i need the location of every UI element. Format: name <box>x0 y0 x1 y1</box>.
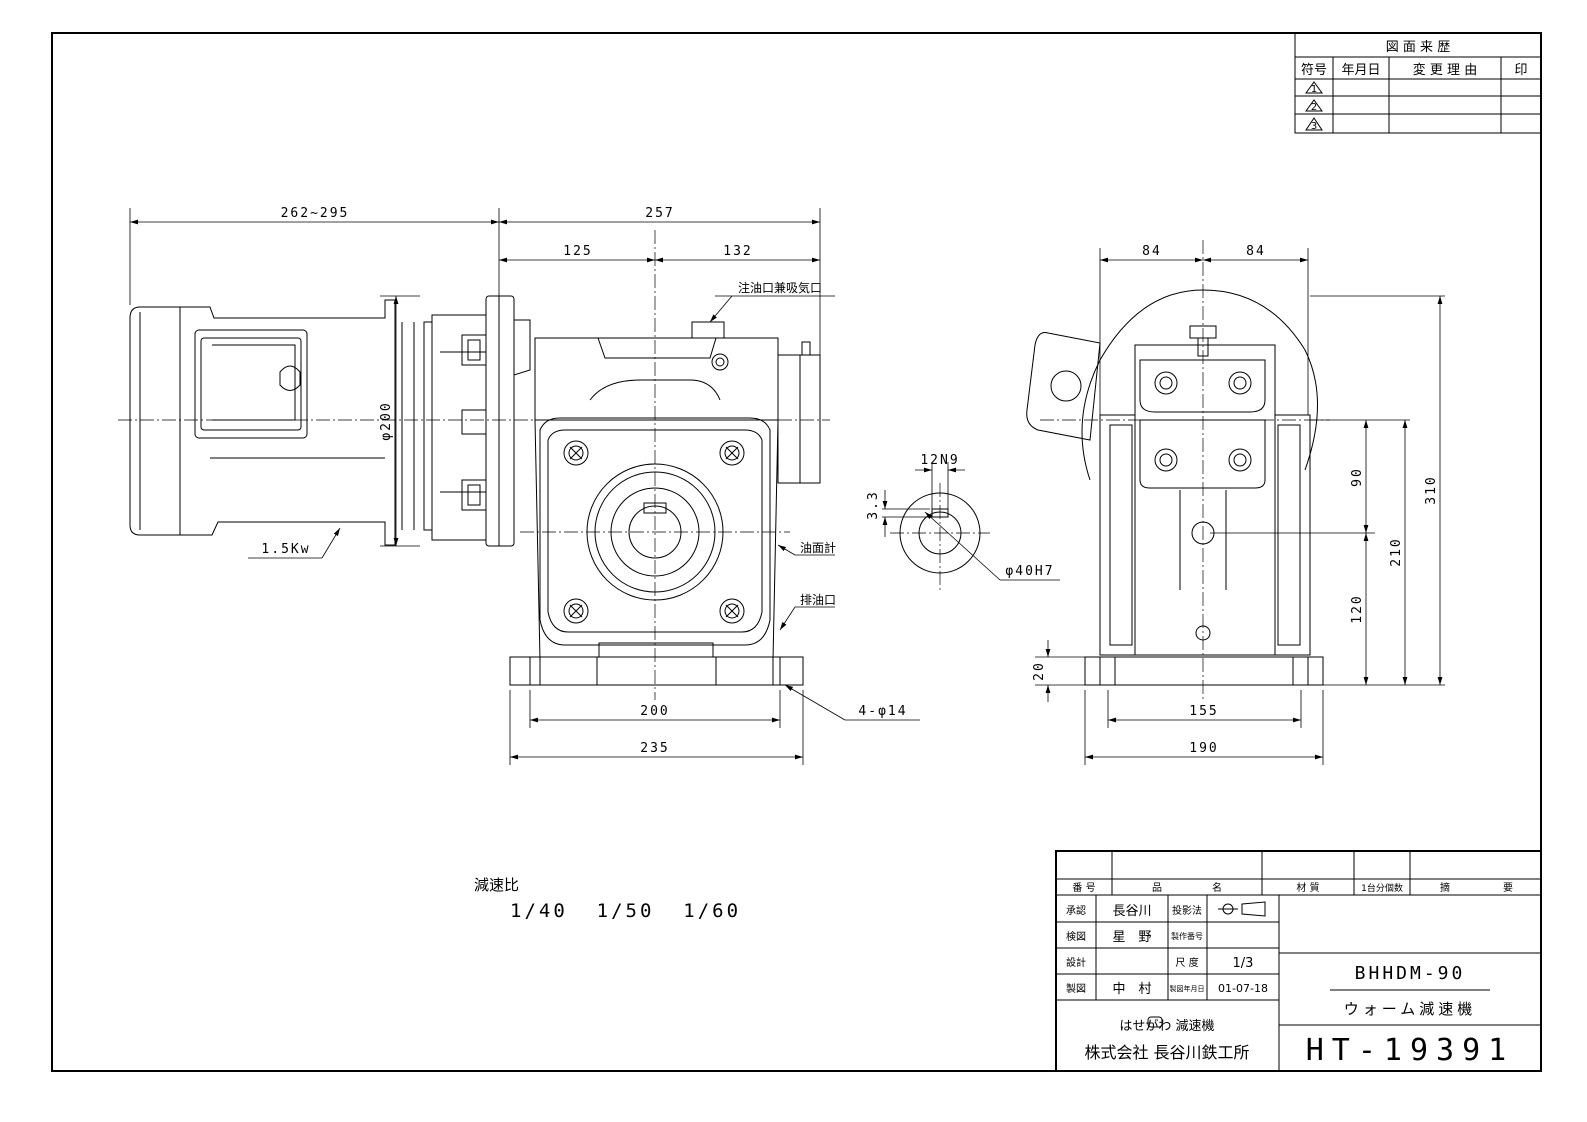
note-oil-inlet: 注油口兼吸気口 <box>738 280 822 295</box>
revision-header-reason: 変 更 理 由 <box>1413 62 1477 78</box>
gearbox-front-view <box>509 230 821 700</box>
tb-scale-value: 1/3 <box>1233 956 1254 971</box>
tb-designed-label: 設計 <box>1066 956 1086 969</box>
revision-header-stamp: 印 <box>1514 63 1527 78</box>
tb-approved-name: 長谷川 <box>1112 904 1151 919</box>
tb-mfg-no-label: 製作番号 <box>1171 931 1203 941</box>
tb-scale-label: 尺 度 <box>1175 956 1198 969</box>
gearbox-side-view <box>1026 240 1330 700</box>
motor-front-view <box>118 295 830 547</box>
bolt-icon <box>1228 448 1252 472</box>
revision-symbol-2: 2 <box>1305 99 1323 113</box>
note-oil-drain: 排油口 <box>800 593 836 607</box>
tb-company: 株式会社 長谷川鉄工所 <box>1084 1043 1249 1062</box>
projection-symbol-icon <box>1218 901 1266 917</box>
bolt-icon <box>1154 448 1178 472</box>
tb-checked-label: 検図 <box>1066 930 1086 943</box>
bolt-icon <box>1154 371 1178 395</box>
dim-left-to-center: 125 <box>563 244 592 259</box>
tb-header-material: 材 質 <box>1296 881 1319 894</box>
tb-checked-name: 星 野 <box>1112 930 1151 945</box>
dim-total-height: 310 <box>1424 475 1439 504</box>
dim-keyway-depth: 3.3 <box>866 490 881 519</box>
tb-approved-label: 承認 <box>1066 904 1086 917</box>
tb-header-name-2: 名 <box>1212 881 1222 894</box>
tb-drawn-label: 製図 <box>1066 982 1086 995</box>
svg-text:2: 2 <box>1311 102 1317 113</box>
dim-base-holes: 4-φ14 <box>858 704 907 719</box>
tb-header-quantity: 1台分個数 <box>1361 882 1403 894</box>
dim-motor-power: 1.5Kw <box>261 542 310 557</box>
dim-bore: φ40H7 <box>1005 564 1054 579</box>
tb-header-name-1: 品 <box>1152 882 1162 894</box>
dim-center-height: 210 <box>1389 537 1404 566</box>
tb-drawn-name: 中 村 <box>1112 982 1151 997</box>
dim-side-half-right: 84 <box>1246 244 1266 259</box>
svg-text:1: 1 <box>1311 84 1317 95</box>
dim-base-length: 235 <box>640 741 669 756</box>
tb-date-label: 製図年月日 <box>1170 984 1205 993</box>
tb-projection-label: 投影法 <box>1172 904 1202 917</box>
revision-symbol-1: 1 <box>1305 81 1323 95</box>
revision-header-date: 年月日 <box>1341 63 1380 78</box>
tb-product: ウォーム減速機 <box>1344 1000 1477 1018</box>
title-block <box>1055 850 1542 1072</box>
dim-keyway-width: 12N9 <box>920 453 959 468</box>
tb-date-value: 01-07-18 <box>1218 982 1268 995</box>
shaft-section-view <box>890 483 990 590</box>
dim-lower-height: 120 <box>1350 594 1365 623</box>
dimension-lines <box>129 208 1445 765</box>
dim-motor-length: 262~295 <box>281 206 350 221</box>
revision-header-symbol: 符号 <box>1301 62 1327 78</box>
ratio-label: 減速比 <box>474 876 519 894</box>
bolt-icon <box>719 440 745 466</box>
tb-header-remarks-1: 摘 <box>1440 881 1450 894</box>
note-oil-gauge: 油面計 <box>800 540 836 555</box>
dim-gear-length: 257 <box>645 206 674 221</box>
revision-table: 図 面 来 歴 符号 年月日 変 更 理 由 印 1 2 3 <box>1294 32 1542 134</box>
dim-side-bolt-pitch: 155 <box>1189 704 1218 719</box>
tb-drawing-no: HT-19391 <box>1306 1033 1515 1068</box>
tb-company-tag: はせがわ 減速機 <box>1119 1018 1214 1034</box>
bolt-icon <box>1228 371 1252 395</box>
company-logo-icon <box>1147 1016 1163 1028</box>
dim-base-bolt-pitch: 200 <box>640 704 669 719</box>
ratio-values: 1/40 1/50 1/60 <box>510 900 741 922</box>
dim-side-half-left: 84 <box>1142 244 1162 259</box>
bolt-icon <box>719 598 745 624</box>
tb-header-number: 番 号 <box>1072 882 1095 894</box>
bolt-icon <box>563 440 589 466</box>
bolt-icon <box>563 598 589 624</box>
tb-model: BHHDM-90 <box>1355 963 1466 984</box>
dim-center-to-right: 132 <box>723 244 752 259</box>
revision-title: 図 面 来 歴 <box>1386 40 1450 55</box>
tb-header-remarks-2: 要 <box>1503 882 1513 894</box>
sheet-border <box>51 32 1542 1072</box>
dim-side-base-width: 190 <box>1189 741 1218 756</box>
dim-base-thickness: 20 <box>1032 661 1047 681</box>
dim-motor-dia: φ200 <box>379 401 394 440</box>
dim-upper-height: 90 <box>1350 467 1365 487</box>
revision-symbol-3: 3 <box>1305 117 1323 132</box>
svg-text:3: 3 <box>1311 121 1317 132</box>
